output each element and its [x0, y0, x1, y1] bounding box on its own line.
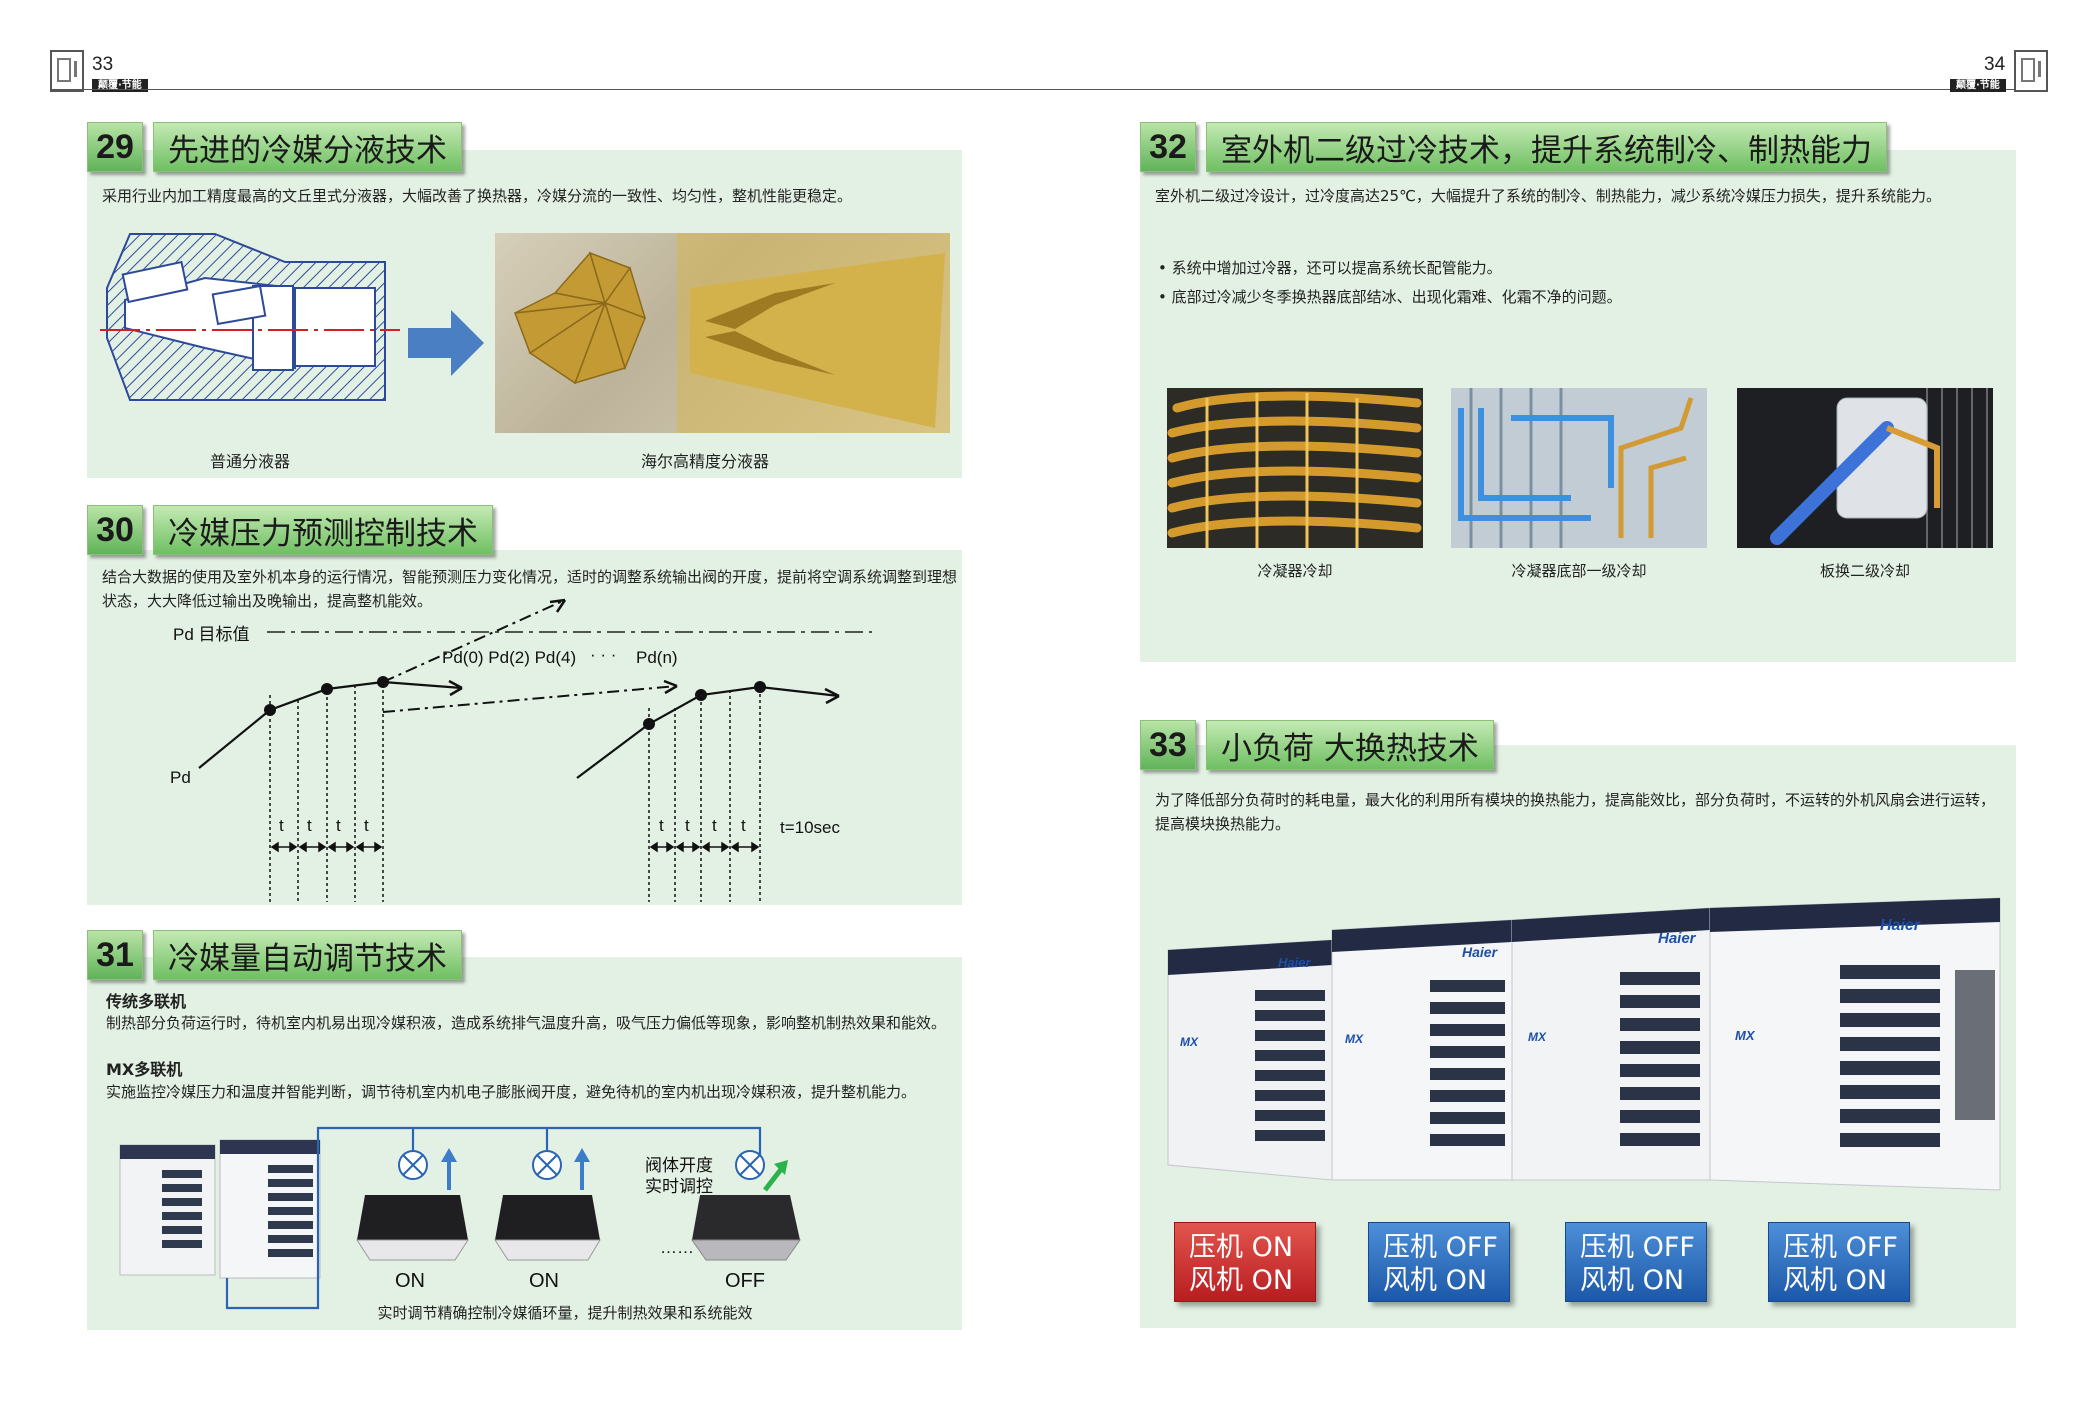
haier-logo: Haier — [1462, 944, 1498, 960]
pd-dots: · · · — [590, 645, 617, 664]
status-button-unit-1: 压机 ON 风机 ON — [1174, 1222, 1316, 1302]
fan-status: 风机 ON — [1783, 1265, 1888, 1296]
caption-haier-distributor: 海尔高精度分液器 — [640, 452, 769, 471]
caption-bottom-first-stage: 冷凝器底部一级冷却 — [1511, 562, 1647, 580]
bullet-icon: • — [1158, 259, 1172, 277]
traditional-text: 制热部分负荷运行时，待机室内机易出现冷媒积液，造成系统排气温度升高，吸气压力偏低… — [106, 1014, 947, 1032]
traditional-heading: 传统多联机 — [106, 992, 187, 1011]
caption-condenser-cooling: 冷凝器冷却 — [1257, 562, 1333, 580]
t-label: t — [364, 816, 369, 835]
section-30-desc: 结合大数据的使用及室外机本身的运行情况，智能预测压力变化情况，适时的调整系统输出… — [102, 568, 958, 610]
section-30-title: 30 冷媒压力预测控制技术 — [87, 503, 493, 557]
section-title: 冷媒量自动调节技术 — [153, 930, 462, 980]
fan-status: 风机 ON — [1383, 1265, 1488, 1296]
haier-distributor-photo — [495, 233, 950, 433]
haier-logo: Haier — [1278, 955, 1311, 970]
valve-note-line1: 阀体开度 — [645, 1156, 713, 1176]
unit-1-status: ON — [395, 1270, 425, 1292]
bottom-first-stage-cooling-image — [1451, 388, 1707, 548]
unit-3-status: OFF — [725, 1270, 765, 1292]
status-button-unit-3: 压机 OFF 风机 ON — [1565, 1222, 1707, 1302]
compressor-status: 压机 ON — [1189, 1232, 1294, 1263]
section-33-desc: 为了降低部分负荷时的耗电量，最大化的利用所有模块的换热能力，提高能效比，部分负荷… — [1155, 791, 1996, 833]
section-29-title: 29 先进的冷媒分液技术 — [87, 120, 462, 174]
right-logo-icon — [2014, 50, 2048, 92]
section-number: 32 — [1140, 122, 1196, 172]
valve-note-line2: 实时调控 — [645, 1177, 713, 1197]
mx-model-logo: MX — [1528, 1030, 1546, 1044]
t-label: t — [741, 816, 746, 835]
section-32-desc: 室外机二级过冷设计，过冷度高达25℃，大幅提升了系统的制冷、制热能力，减少系统冷… — [1155, 187, 1941, 205]
t-label: t — [307, 816, 312, 835]
status-button-unit-4: 压机 OFF 风机 ON — [1768, 1222, 1910, 1302]
status-button-unit-2: 压机 OFF 风机 ON — [1368, 1222, 1510, 1302]
mx-model-logo: MX — [1735, 1028, 1755, 1043]
haier-logo: Haier — [1880, 917, 1921, 934]
bullet-1-text: 系统中增加过冷器，还可以提高系统长配管能力。 — [1171, 259, 1502, 277]
target-label: Pd 目标值 — [173, 625, 250, 644]
mx-text: 实施监控冷媒压力和温度并智能判断，调节待机室内机电子膨胀阀开度，避免待机的室内机… — [106, 1083, 917, 1101]
outdoor-units-illustration — [1167, 897, 2001, 1191]
condenser-cooling-image — [1167, 388, 1423, 548]
t-label: t — [336, 816, 341, 835]
pd-series-label: Pd(0) Pd(2) Pd(4) — [442, 648, 577, 667]
section-number: 29 — [87, 122, 143, 172]
pressure-prediction-diagram — [198, 598, 872, 902]
arrow-right-icon — [408, 310, 484, 376]
bullet-icon: • — [1158, 288, 1172, 306]
bullet-2-text: 底部过冷减少冬季换热器底部结冰、出现化霜难、化霜不净的问题。 — [1171, 288, 1622, 306]
fan-status: 风机 ON — [1189, 1265, 1294, 1296]
section-29-desc: 采用行业内加工精度最高的文丘里式分液器，大幅改善了换热器，冷媒分流的一致性、均匀… — [102, 187, 853, 205]
section-30-panel — [87, 550, 962, 905]
caption-common-distributor: 普通分液器 — [209, 452, 290, 471]
section-title: 室外机二级过冷技术，提升系统制冷、制热能力 — [1206, 122, 1887, 172]
unit-3-dots: …… — [660, 1238, 694, 1257]
bullet-2: • 底部过冷减少冬季换热器底部结冰、出现化霜难、化霜不净的问题。 — [1158, 285, 1622, 309]
mx-model-logo: MX — [1180, 1035, 1198, 1049]
t-label: t — [659, 816, 664, 835]
compressor-status: 压机 OFF — [1580, 1232, 1695, 1263]
interval-label: t=10sec — [780, 818, 841, 837]
caption-plate-second-stage: 板换二级冷却 — [1819, 562, 1910, 580]
bullet-1: • 系统中增加过冷器，还可以提高系统长配管能力。 — [1158, 256, 1502, 280]
left-page-number: 33 — [92, 54, 114, 75]
section-31-title: 31 冷媒量自动调节技术 — [87, 928, 462, 982]
right-page-number: 34 — [1984, 54, 2006, 75]
right-page-tag: 颠覆·节能 — [1950, 79, 2006, 92]
section-number: 30 — [87, 505, 143, 555]
left-page-tag: 颠覆·节能 — [92, 79, 148, 92]
section-number: 31 — [87, 930, 143, 980]
mx-heading: MX多联机 — [106, 1060, 183, 1079]
t-label: t — [712, 816, 717, 835]
plate-second-stage-cooling-image — [1737, 388, 1993, 548]
mx-model-logo: MX — [1345, 1032, 1363, 1046]
haier-logo: Haier — [1658, 930, 1696, 947]
section-number: 33 — [1140, 720, 1196, 770]
section-title: 先进的冷媒分液技术 — [153, 122, 462, 172]
pd-axis-label: Pd — [170, 768, 191, 787]
refrigerant-control-diagram — [119, 1126, 801, 1310]
section-title: 小负荷 大换热技术 — [1206, 720, 1494, 770]
pd-n-label: Pd(n) — [636, 648, 678, 667]
section-33-title: 33 小负荷 大换热技术 — [1140, 718, 1494, 772]
valve-note: 阀体开度 实时调控 — [645, 1156, 713, 1198]
t-label: t — [279, 816, 284, 835]
section-31-caption: 实时调节精确控制冷媒循环量，提升制热效果和系统能效 — [377, 1304, 753, 1322]
compressor-status: 压机 OFF — [1383, 1232, 1498, 1263]
compressor-status: 压机 OFF — [1783, 1232, 1898, 1263]
common-distributor-diagram — [100, 233, 400, 401]
fan-status: 风机 ON — [1580, 1265, 1685, 1296]
section-title: 冷媒压力预测控制技术 — [153, 505, 493, 555]
unit-2-status: ON — [529, 1270, 559, 1292]
left-logo-icon — [50, 50, 84, 92]
section-32-title: 32 室外机二级过冷技术，提升系统制冷、制热能力 — [1140, 120, 1887, 174]
header-rule — [50, 89, 2048, 90]
t-label: t — [685, 816, 690, 835]
